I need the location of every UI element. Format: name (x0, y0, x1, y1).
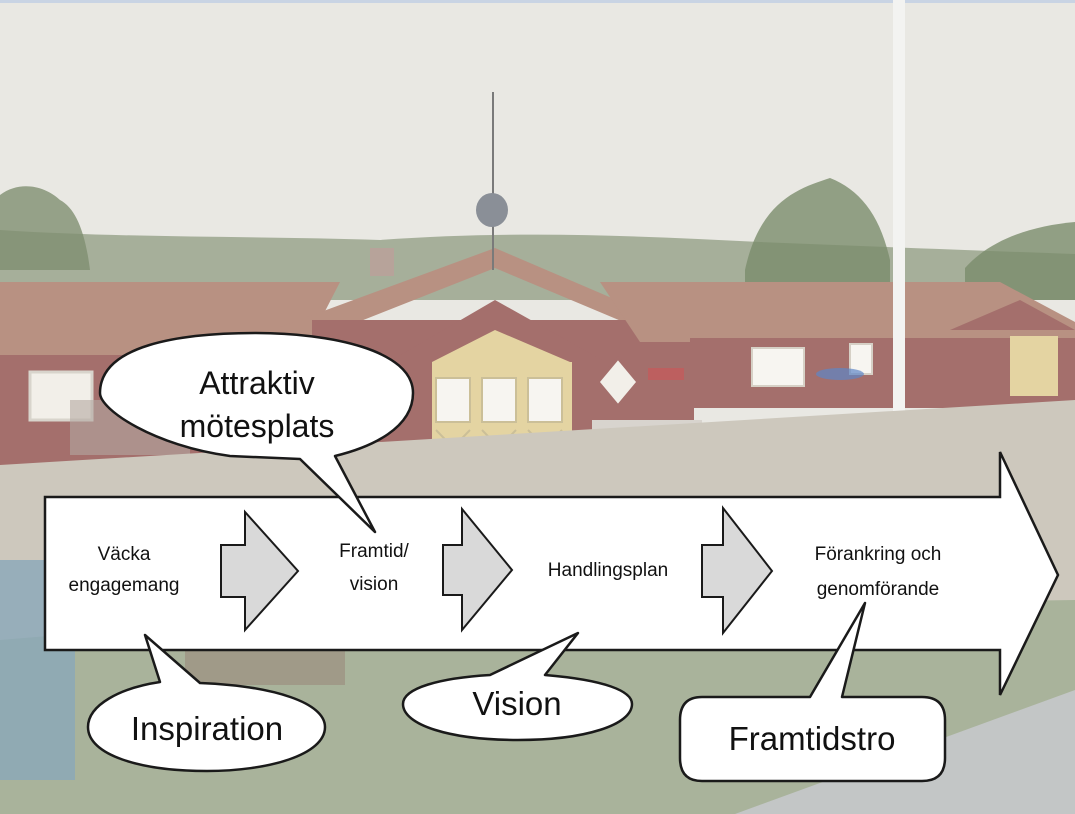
callout-attraktiv: Attraktiv mötesplats (98, 331, 415, 534)
tree-right (745, 178, 890, 290)
tree-left (0, 186, 90, 270)
step-4-label-line2: genomförande (817, 579, 940, 600)
step-4-label-line1: Förankring och (815, 544, 942, 565)
process-arrow (43, 451, 1060, 696)
callout-framtidstro-bubble (678, 601, 947, 783)
satellite-dish (476, 193, 508, 227)
callout-framtidstro-text: Framtidstro (729, 720, 896, 757)
callout-vision-bubble (401, 631, 634, 742)
step-2-label-line2: vision (350, 574, 399, 595)
step-arrow-2 (442, 506, 514, 633)
callout-inspiration: Inspiration (86, 633, 327, 773)
step-2-label-line1: Framtid/ (339, 541, 409, 562)
step-1-label-line1: Väcka (98, 544, 151, 565)
step-arrow-1 (220, 509, 300, 633)
callout-vision: Vision (401, 631, 634, 742)
step-1-label-line2: engagemang (69, 575, 180, 596)
process-diagram: Väcka engagemang Framtid/ vision Handlin… (43, 451, 1060, 696)
chimney (370, 248, 394, 276)
callout-vision-text: Vision (472, 685, 561, 722)
callout-framtidstro: Framtidstro (678, 601, 947, 783)
wooden-bench (185, 650, 345, 685)
step-arrow-3 (701, 505, 774, 636)
building-right (600, 282, 1075, 408)
callout-attraktiv-line2: mötesplats (180, 408, 335, 444)
umbrella (816, 368, 864, 380)
callout-attraktiv-bubble (98, 331, 415, 534)
callout-inspiration-text: Inspiration (131, 710, 283, 747)
tree-far-right (965, 222, 1075, 300)
callout-attraktiv-line1: Attraktiv (199, 365, 315, 401)
callout-inspiration-bubble (86, 633, 327, 773)
step-3-label: Handlingsplan (548, 560, 668, 581)
